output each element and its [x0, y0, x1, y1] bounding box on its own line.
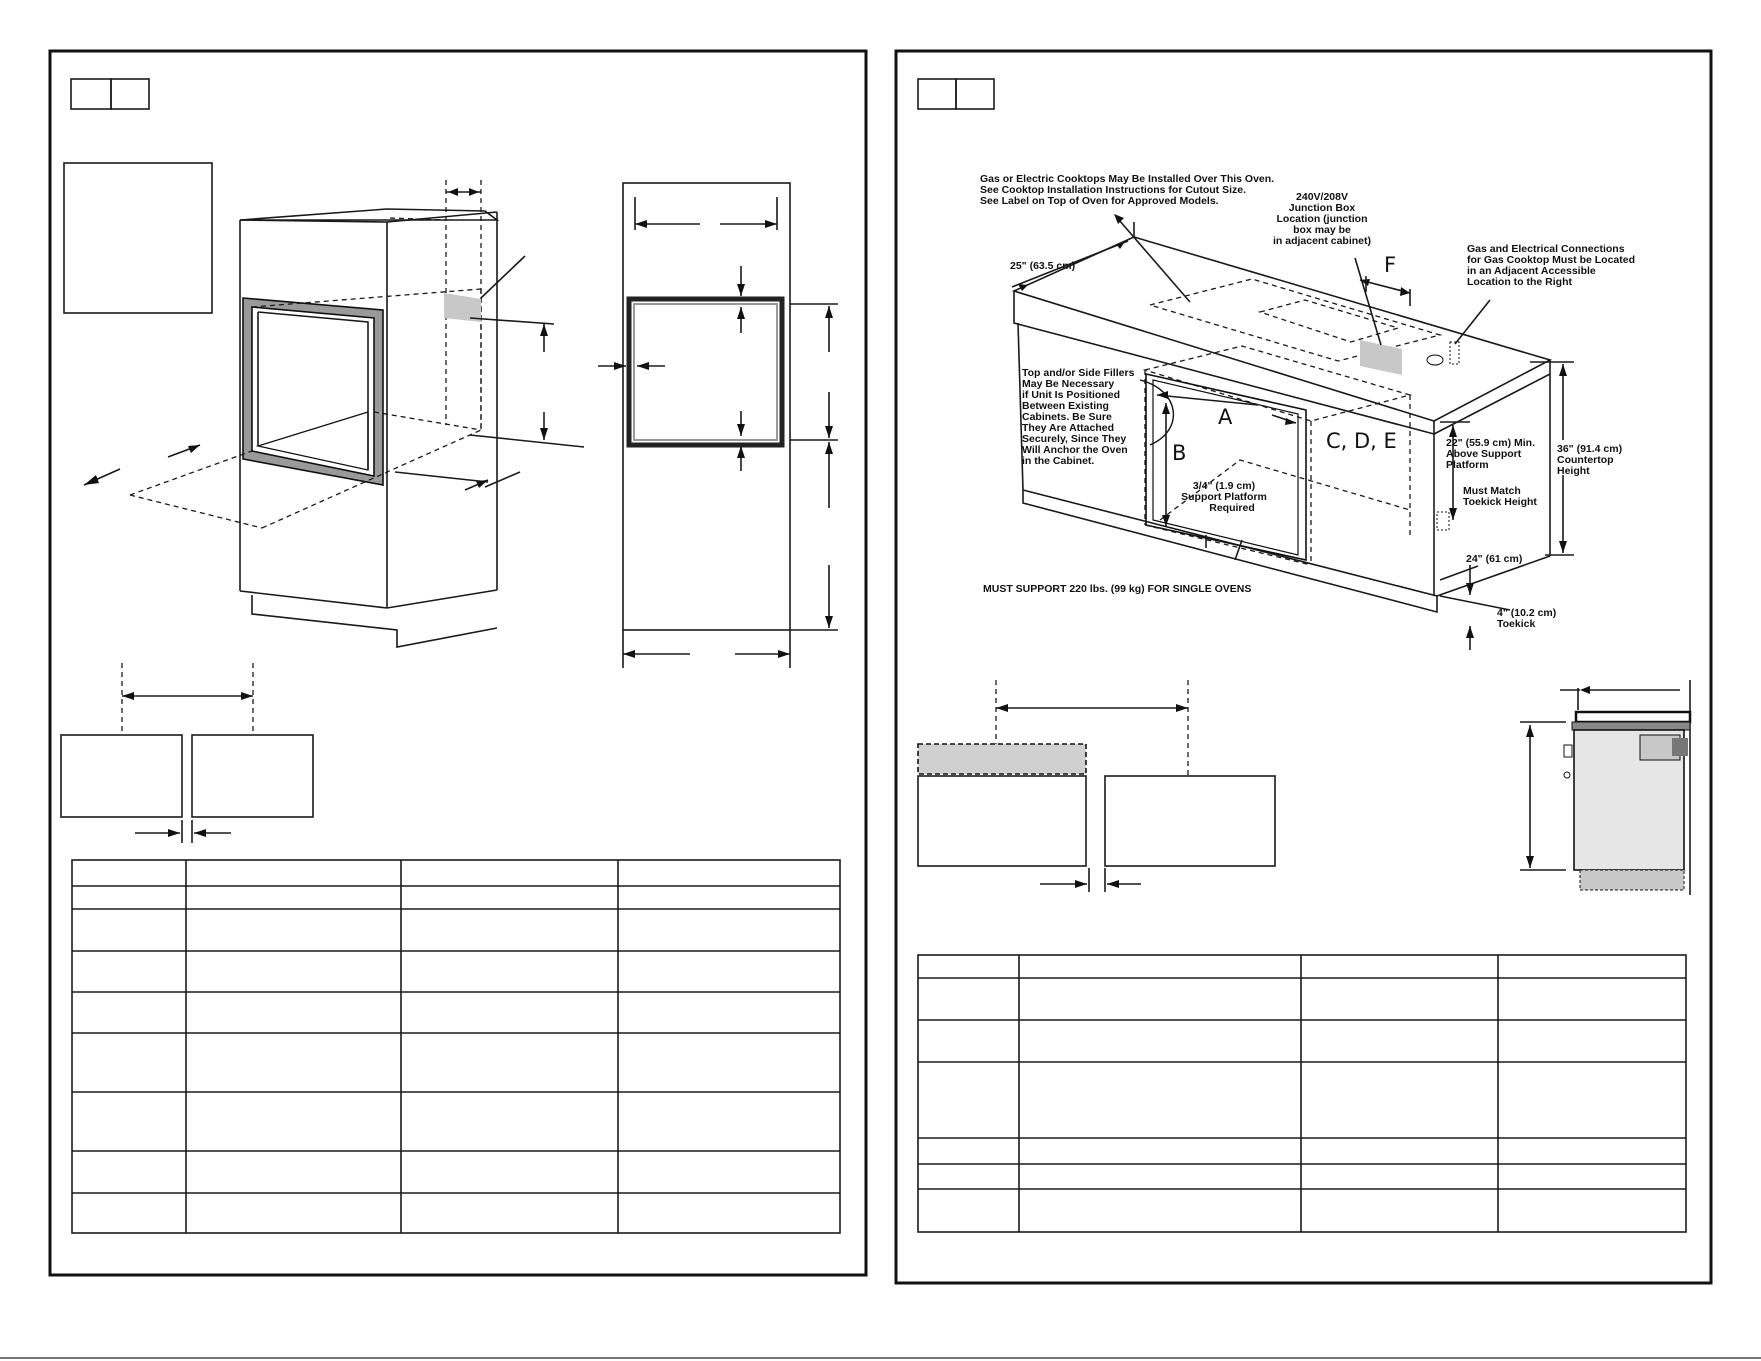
support-platform-line-1: 3/4" (1.9 cm) [1193, 480, 1255, 492]
dimension-letter-a: A [1218, 405, 1233, 429]
fillers-line-2: May Be Necessary [1022, 378, 1114, 390]
gas-electric-line-4: Location to the Right [1467, 276, 1572, 288]
above-platform-line-1: 22" (55.9 cm) Min. [1446, 437, 1535, 449]
depth-25-label: 25" (63.5 cm) [1010, 260, 1075, 272]
dimension-letter-cde: C, D, E [1326, 429, 1397, 453]
junction-box-line-5: in adjacent cabinet) [1273, 235, 1371, 247]
above-platform-line-2: Above Support [1446, 448, 1522, 460]
fillers-line-5: Cabinets. Be Sure [1022, 411, 1112, 423]
junction-box-line-2: Junction Box [1289, 202, 1356, 214]
junction-box-line-3: Location (junction [1277, 213, 1368, 225]
left-step-box-2 [110, 78, 150, 110]
gas-electric-line-3: in an Adjacent Accessible [1467, 265, 1596, 277]
wall-cabinet-diagram [83, 180, 585, 648]
fillers-line-6: They Are Attached [1022, 422, 1114, 434]
toekick-match-line-1: Must Match [1463, 485, 1521, 497]
junction-box-line-4: box may be [1293, 224, 1351, 236]
left-step-box-1 [70, 78, 112, 110]
left-spacing-diagram [60, 663, 314, 843]
fillers-line-4: Between Existing [1022, 400, 1109, 412]
cooktop-note-line-2: See Cooktop Installation Instructions fo… [980, 184, 1246, 196]
toekick-line-1: 4" (10.2 cm) [1497, 607, 1556, 619]
dimension-letter-b: B [1172, 441, 1186, 465]
left-spec-table [71, 859, 841, 1234]
fillers-line-3: if Unit Is Positioned [1022, 389, 1120, 401]
gas-electric-line-1: Gas and Electrical Connections [1467, 243, 1625, 255]
above-platform-line-3: Platform [1446, 459, 1489, 471]
countertop-line-3: Height [1557, 465, 1590, 477]
oven-side-view-diagram [1520, 680, 1692, 895]
gas-electric-line-2: for Gas Cooktop Must be Located [1467, 254, 1635, 266]
fillers-line-1: Top and/or Side Fillers [1022, 367, 1135, 379]
right-spec-table [917, 954, 1687, 1233]
cooktop-note-line-1: Gas or Electric Cooktops May Be Installe… [980, 173, 1274, 185]
under-counter-diagram [1011, 214, 1574, 650]
right-step-box-1 [917, 78, 957, 110]
right-spacing-diagram [917, 680, 1276, 892]
junction-box-line-1: 240V/208V [1296, 191, 1348, 203]
right-step-box-2 [955, 78, 995, 110]
countertop-line-1: 36" (91.4 cm) [1557, 443, 1622, 455]
fillers-line-9: in the Cabinet. [1022, 455, 1094, 467]
left-note-box [63, 162, 213, 314]
support-platform-line-3: Required [1209, 502, 1255, 514]
right-panel-frame [894, 49, 1713, 1285]
front-elevation-diagram [598, 182, 838, 668]
toekick-line-2: Toekick [1497, 618, 1535, 630]
fillers-line-7: Securely, Since They [1022, 433, 1126, 445]
toekick-match-line-2: Toekick Height [1463, 496, 1537, 508]
depth-24-label: 24" (61 cm) [1466, 553, 1522, 565]
fillers-line-8: Will Anchor the Oven [1022, 444, 1128, 456]
countertop-line-2: Countertop [1557, 454, 1614, 466]
support-platform-line-2: Support Platform [1181, 491, 1267, 503]
left-panel-frame [48, 49, 868, 1277]
must-support-label: MUST SUPPORT 220 lbs. (99 kg) FOR SINGLE… [983, 583, 1251, 595]
dimension-letter-f: F [1384, 253, 1396, 277]
cooktop-note-line-3: See Label on Top of Oven for Approved Mo… [980, 195, 1219, 207]
